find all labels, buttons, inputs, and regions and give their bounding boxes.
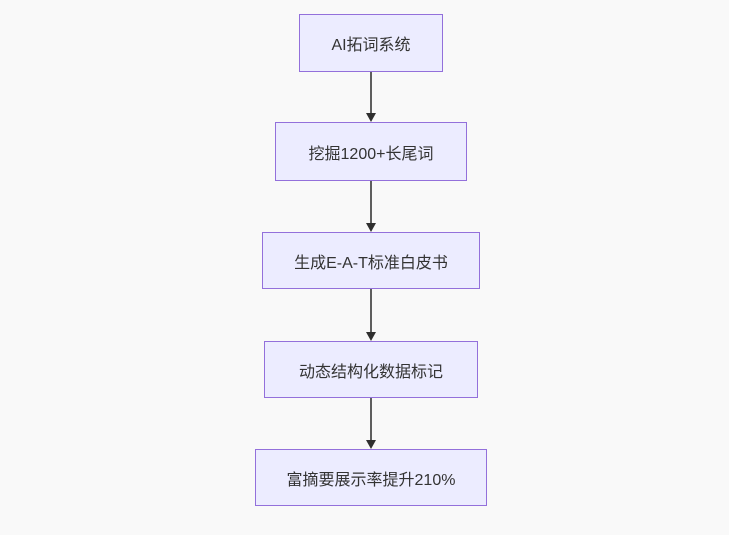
flowchart-edge-line bbox=[370, 72, 372, 113]
node-label: 富摘要展示率提升210% bbox=[286, 471, 456, 489]
arrow-down-icon bbox=[366, 440, 376, 449]
flowchart-node-longtail-keywords: 挖掘1200+长尾词 bbox=[275, 122, 467, 181]
arrow-down-icon bbox=[366, 332, 376, 341]
flowchart-edge-line bbox=[370, 181, 372, 223]
flowchart-edge-line bbox=[370, 289, 372, 332]
flowchart-node-structured-data-markup: 动态结构化数据标记 bbox=[264, 341, 478, 398]
arrow-down-icon bbox=[366, 223, 376, 232]
flowchart-node-ai-word-expansion-system: AI拓词系统 bbox=[299, 14, 443, 72]
flowchart-node-rich-snippet-rate: 富摘要展示率提升210% bbox=[255, 449, 487, 506]
node-label: 动态结构化数据标记 bbox=[298, 363, 443, 381]
flowchart-node-eat-whitepaper: 生成E-A-T标准白皮书 bbox=[262, 232, 480, 289]
node-label: 生成E-A-T标准白皮书 bbox=[294, 254, 448, 272]
node-label: 挖掘1200+长尾词 bbox=[308, 145, 434, 163]
node-label: AI拓词系统 bbox=[331, 37, 411, 54]
flowchart-edge-line bbox=[370, 398, 372, 440]
arrow-down-icon bbox=[366, 113, 376, 122]
